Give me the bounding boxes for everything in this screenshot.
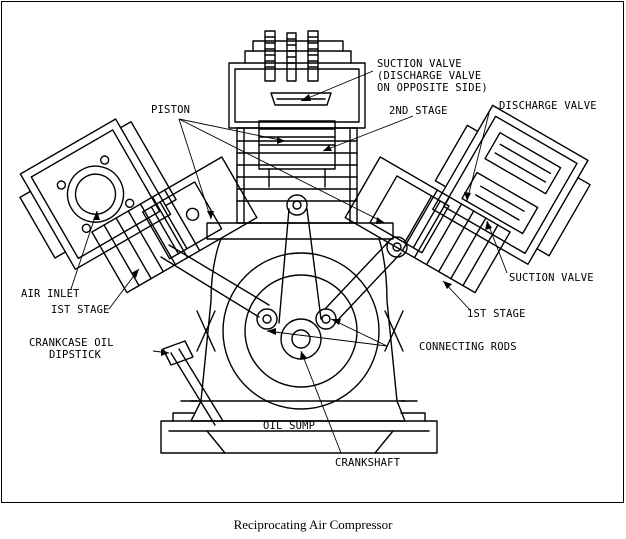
left-head-air-inlet [19, 118, 177, 271]
dipstick [162, 340, 224, 426]
left-first-stage-cylinder [91, 156, 258, 294]
right-head-valves [431, 104, 591, 266]
label-discharge-valve: DISCHARGE VALVE [499, 100, 597, 112]
right-first-stage-cylinder [344, 156, 511, 294]
label-second-stage: 2ND STAGE [389, 105, 448, 117]
label-suction-valve-top-note-2: ON OPPOSITE SIDE) [377, 82, 488, 94]
crankcase [160, 222, 438, 454]
label-suction-valve-top: SUCTION VALVE [377, 58, 462, 70]
label-dipstick: DIPSTICK [49, 349, 102, 361]
label-suction-valve-right: SUCTION VALVE [509, 272, 594, 284]
figure-caption: Reciprocating Air Compressor [233, 517, 393, 532]
crankshaft-assembly [160, 194, 408, 360]
label-oil-sump: OIL SUMP [263, 420, 315, 432]
labels: SUCTION VALVE (DISCHARGE VALVE ON OPPOSI… [21, 58, 597, 469]
label-crankshaft: CRANKSHAFT [335, 457, 401, 469]
leader-lines [70, 70, 508, 454]
compressor-diagram: SUCTION VALVE (DISCHARGE VALVE ON OPPOSI… [19, 30, 597, 469]
arrowheads [93, 94, 492, 360]
label-crankcase-oil: CRANKCASE OIL [29, 337, 114, 349]
label-first-stage-left: IST STAGE [51, 304, 110, 316]
label-suction-valve-top-note-1: (DISCHARGE VALVE [377, 70, 481, 82]
head-bolts [264, 30, 319, 82]
label-connecting-rods: CONNECTING RODS [419, 341, 517, 353]
label-piston: PISTON [151, 104, 190, 116]
label-first-stage-right: 1ST STAGE [467, 308, 526, 320]
label-air-inlet: AIR INLET [21, 288, 80, 300]
second-stage-head [228, 30, 366, 129]
second-stage-cylinder [236, 120, 358, 224]
